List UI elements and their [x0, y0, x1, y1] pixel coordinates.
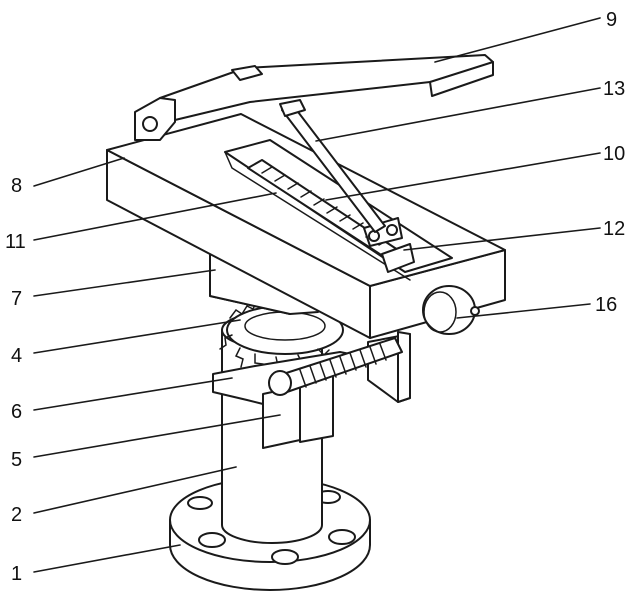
- label-4: 4: [11, 345, 22, 367]
- label-2: 2: [11, 504, 22, 526]
- label-10: 10: [603, 143, 625, 165]
- leader-9: [434, 17, 601, 63]
- leader-11: [33, 192, 277, 241]
- leader-8: [33, 157, 125, 187]
- worm-screw: [268, 337, 403, 396]
- leader-2: [33, 466, 237, 514]
- label-8: 8: [11, 175, 22, 197]
- label-13: 13: [603, 78, 625, 100]
- leader-16: [456, 303, 591, 319]
- leader-6: [33, 377, 233, 411]
- leader-1: [33, 544, 181, 573]
- label-11: 11: [5, 231, 26, 253]
- handwheel-knob: [422, 285, 480, 335]
- leader-13: [315, 87, 601, 142]
- leader-10: [325, 152, 601, 201]
- label-7: 7: [11, 288, 22, 310]
- part-labels: 1 2 5 6 4 7 11 8 9 13 10 12 16: [5, 9, 625, 585]
- leader-12: [403, 227, 601, 251]
- leader-lines: [33, 17, 601, 573]
- leader-4: [33, 319, 241, 354]
- label-6: 6: [11, 401, 22, 423]
- label-16: 16: [595, 294, 617, 316]
- leader-5: [33, 414, 281, 458]
- leader-7: [33, 269, 216, 297]
- lever-arm: [134, 54, 494, 141]
- label-9: 9: [606, 9, 617, 31]
- label-1: 1: [11, 563, 22, 585]
- slider-nut: [363, 217, 403, 247]
- label-12: 12: [603, 218, 625, 240]
- label-5: 5: [11, 449, 22, 471]
